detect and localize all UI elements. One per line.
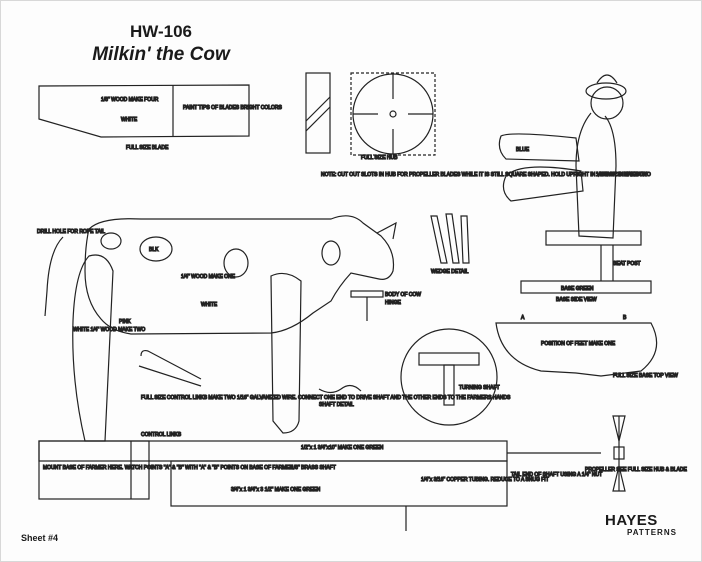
base-board	[38, 440, 508, 507]
turning-shaft-detail	[400, 328, 498, 426]
blade-outline	[38, 84, 250, 138]
cow-hinge-detail	[350, 290, 384, 321]
wedge-detail	[430, 213, 470, 264]
shaft-detail-wire	[318, 384, 362, 394]
cow-blk-label: BLK	[149, 247, 159, 253]
drill-hole-note: DRILL HOLE FOR ROPE TAIL	[37, 229, 105, 235]
control-link-label: CONTROL LINKS	[141, 432, 182, 438]
full-size-base-label: FULL SIZE BASE TOP VIEW	[613, 373, 678, 379]
wedge-detail-label: WEDGE DETAIL	[431, 269, 469, 275]
hinge-label: HINGE	[385, 300, 402, 306]
a-label: A	[521, 315, 525, 321]
farmer-figure	[498, 74, 652, 294]
side-view-label: BASE SIDE VIEW	[556, 297, 597, 303]
make-one-green-note: 3/4"x 1 3/4"x 3 1/2" MAKE ONE GREEN	[231, 487, 321, 493]
title-block: HW-106 Milkin' the Cow	[61, 21, 261, 67]
control-links-note: FULL SIZE CONTROL LINKS MAKE TWO 1/16" G…	[141, 395, 511, 401]
propeller-side-view	[612, 415, 626, 492]
cow-tail	[44, 236, 64, 317]
hayes-logo: HAYES PATTERNS	[605, 512, 691, 539]
farmer-wood: 1/4" WOOD MAKE TWO	[596, 172, 651, 178]
cow-wood-note: 1/4" WOOD MAKE ONE	[181, 274, 236, 280]
cow-body	[84, 215, 397, 335]
sheet-number: Sheet #4	[21, 533, 59, 543]
blade-wood-note: 1/8" WOOD MAKE FOUR	[101, 97, 159, 103]
hub-drawing	[350, 72, 436, 156]
pattern-name: Milkin' the Cow	[92, 44, 230, 65]
position-feet-label: POSITION OF FEET MAKE ONE	[541, 341, 616, 347]
base-board-note: 1/2"x 1 3/4"x10" MAKE ONE GREEN	[301, 445, 384, 451]
wedge-piece	[305, 72, 331, 154]
propeller-note: PROPELLER SEE FULL SIZE HUB & BLADE	[585, 467, 687, 473]
brand-subtitle: PATTERNS	[627, 528, 677, 537]
base-top-view	[495, 322, 658, 377]
cow-front-leg	[270, 272, 302, 434]
base-green-label: BASE GREEN	[561, 286, 594, 292]
pattern-code: HW-106	[129, 22, 192, 41]
brass-shaft-label: 1/8" BRASS SHAFT	[291, 465, 336, 471]
mount-base-note: MOUNT BASE OF FARMER HERE. WATCH POINTS …	[43, 465, 294, 471]
cow-pink-label: PINK	[119, 319, 131, 325]
tail-rod-note: TAIL END OF SHAFT USING A 1/4" NUT	[511, 472, 602, 478]
hub-caption: FULL SIZE HUB	[361, 155, 398, 161]
blade-paint-note: PAINT TIPS OF BLADES BRIGHT COLORS	[183, 105, 282, 111]
b-label: B	[623, 315, 627, 321]
cow-rear-leg	[72, 254, 114, 442]
blade-caption: FULL SIZE BLADE	[126, 145, 169, 151]
shaft-detail-label: SHAFT DETAIL	[319, 402, 354, 408]
seat-post-label: SEAT POST	[613, 261, 641, 267]
blade-white-note: WHITE	[121, 117, 138, 123]
copper-note: 1/4"x 3/16" COPPER TUBING. REDUCE TO A S…	[421, 477, 549, 483]
cow-white-label: WHITE	[201, 302, 218, 308]
legs-note: WHITE 1/4" WOOD MAKE TWO	[73, 327, 145, 333]
control-links	[138, 349, 202, 387]
turning-shaft-label: TURNING SHAFT	[459, 385, 500, 391]
hub-note: NOTE: CUT OUT SLOTS IN HUB FOR PROPELLER…	[321, 172, 647, 178]
body-of-cow-label: BODY OF COW	[385, 292, 421, 298]
brand-name: HAYES	[605, 512, 658, 529]
farmer-blue: BLUE	[516, 147, 530, 153]
